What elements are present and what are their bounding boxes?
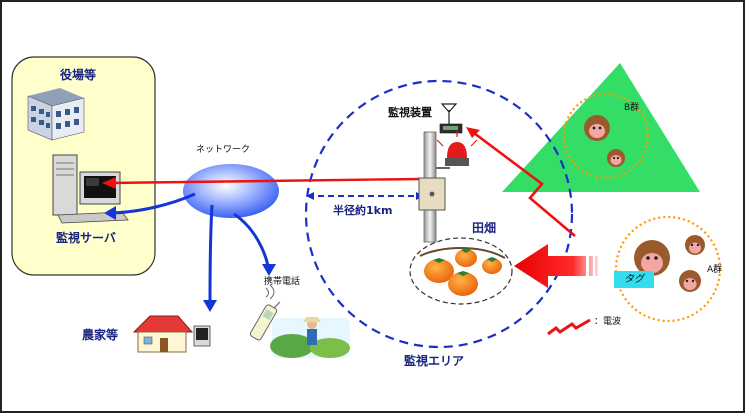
network-label: ネットワーク <box>196 145 251 155</box>
monkey-icon <box>634 235 705 292</box>
field-area <box>409 237 513 305</box>
server-signal-line <box>107 177 421 185</box>
server-label: 監視サーバ <box>56 231 116 245</box>
mobile-phone-icon <box>249 284 350 358</box>
group-b-circle <box>562 92 650 180</box>
branch <box>419 247 506 259</box>
group-a-circle <box>614 215 722 323</box>
link-to-farmer <box>208 204 214 303</box>
mobile-label: 携帯電話 <box>264 277 301 287</box>
network-cloud <box>183 164 279 218</box>
group-a-label: A群 <box>707 265 723 275</box>
office-building-icon <box>27 88 85 141</box>
link-to-server <box>111 192 196 215</box>
server-computer-icon <box>52 154 129 224</box>
tag-box <box>614 271 654 288</box>
warning-light-icon <box>436 131 478 166</box>
monitoring-area-circle <box>304 79 574 349</box>
persimmon-icon <box>424 248 502 296</box>
radio-zigzag <box>469 128 576 237</box>
field-label: 田畑 <box>472 221 497 235</box>
radio-legend-zigzag <box>547 318 591 336</box>
area-label: 監視エリア <box>404 354 465 368</box>
monitoring-device-icon <box>418 123 463 243</box>
radius-label: 半径約1km <box>333 204 393 217</box>
monkey-icon <box>584 115 625 167</box>
antenna-icon <box>440 103 458 124</box>
office-title: 役場等 <box>60 68 97 82</box>
approach-arrow <box>514 244 598 288</box>
device-label: 監視装置 <box>388 106 432 119</box>
radio-legend-label: ：電波 <box>594 317 622 327</box>
link-to-phone <box>233 212 270 267</box>
farmer-label: 農家等 <box>82 328 119 342</box>
tag-label: タグ <box>624 274 644 285</box>
farmhouse-icon <box>132 315 211 353</box>
group-b-label: B群 <box>624 103 640 113</box>
